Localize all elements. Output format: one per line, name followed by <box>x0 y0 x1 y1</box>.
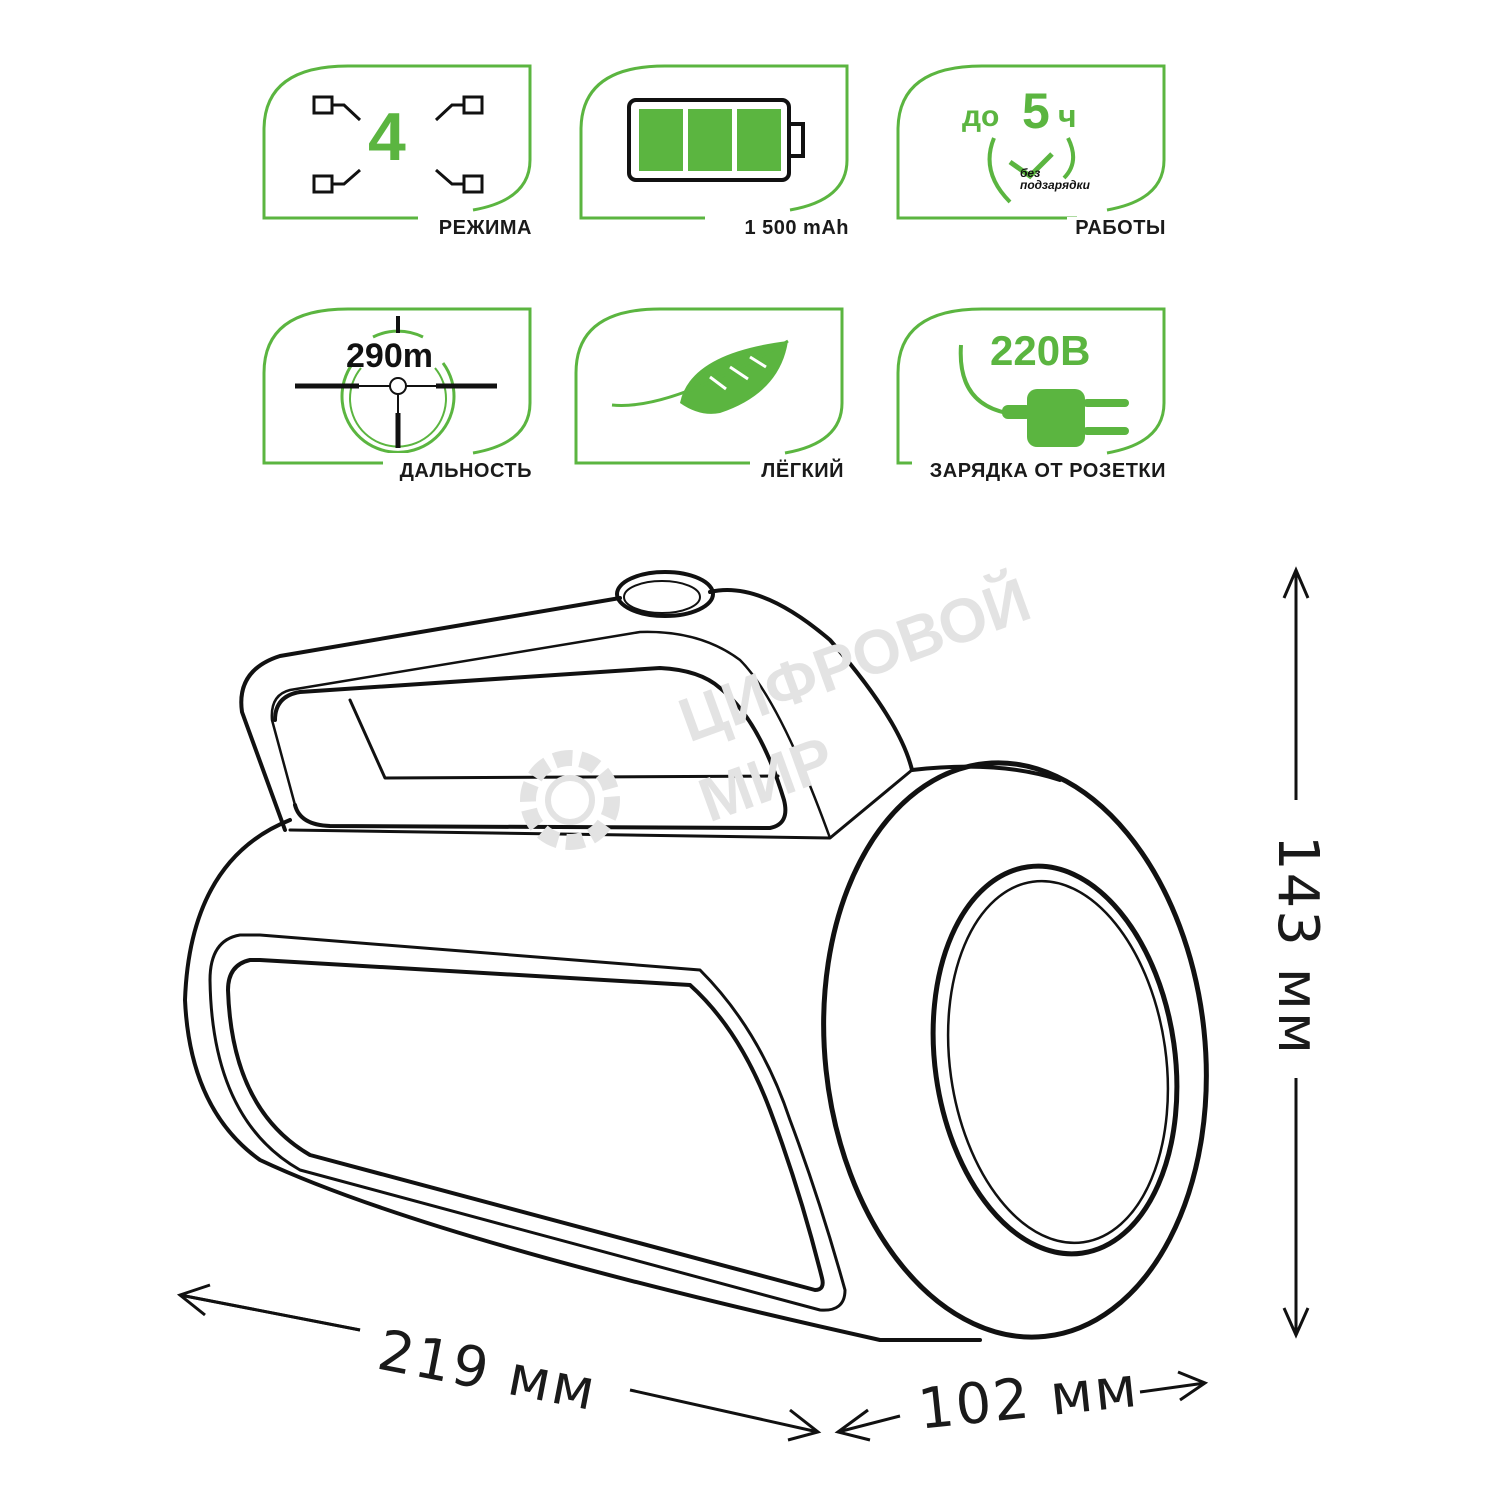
feature-frame <box>896 64 1166 220</box>
feature-battery: 1 500 mAh <box>575 60 855 240</box>
runtime-unit: ч <box>1058 98 1077 134</box>
feature-caption: РАБОТЫ <box>1067 217 1166 240</box>
modes-value: 4 <box>368 99 406 175</box>
plug-icon <box>958 344 1129 447</box>
modes-icon <box>312 95 484 194</box>
feature-caption: РЕЖИМА <box>430 217 532 240</box>
feature-frame <box>896 307 1166 465</box>
feature-frame <box>262 307 532 465</box>
feature-weight: ЛЁГКИЙ <box>570 303 850 483</box>
feature-caption: ЛЁГКИЙ <box>753 460 844 483</box>
feature-runtime: до 5 ч без подзарядки РАБОТЫ <box>892 60 1172 240</box>
feature-frame <box>574 307 844 465</box>
feature-frame <box>262 64 532 220</box>
feature-charging: 220В ЗАРЯДКА ОТ РОЗЕТКИ <box>892 303 1172 483</box>
runtime-value: 5 <box>1022 83 1050 139</box>
battery-icon <box>627 98 805 182</box>
feature-caption: 1 500 mAh <box>736 217 849 240</box>
runtime-note-1: без <box>1020 166 1041 180</box>
watermark-gear-icon <box>520 750 620 850</box>
feature-modes: 4 РЕЖИМА <box>258 60 538 240</box>
feature-range: 290m ДАЛЬНОСТЬ <box>258 303 538 483</box>
feature-frame <box>579 64 849 220</box>
feature-caption: ДАЛЬНОСТЬ <box>391 460 532 483</box>
feather-icon <box>611 339 789 414</box>
height-dimension-label: 143 мм <box>1265 835 1330 1057</box>
runtime-note-2: подзарядки <box>1020 178 1090 192</box>
feature-caption: ЗАРЯДКА ОТ РОЗЕТКИ <box>921 460 1166 483</box>
voltage-value: 220В <box>990 327 1091 374</box>
runtime-prefix: до <box>962 100 1000 133</box>
clock-icon <box>987 137 1076 204</box>
crosshair-icon <box>295 316 497 453</box>
range-value: 290m <box>346 337 433 375</box>
